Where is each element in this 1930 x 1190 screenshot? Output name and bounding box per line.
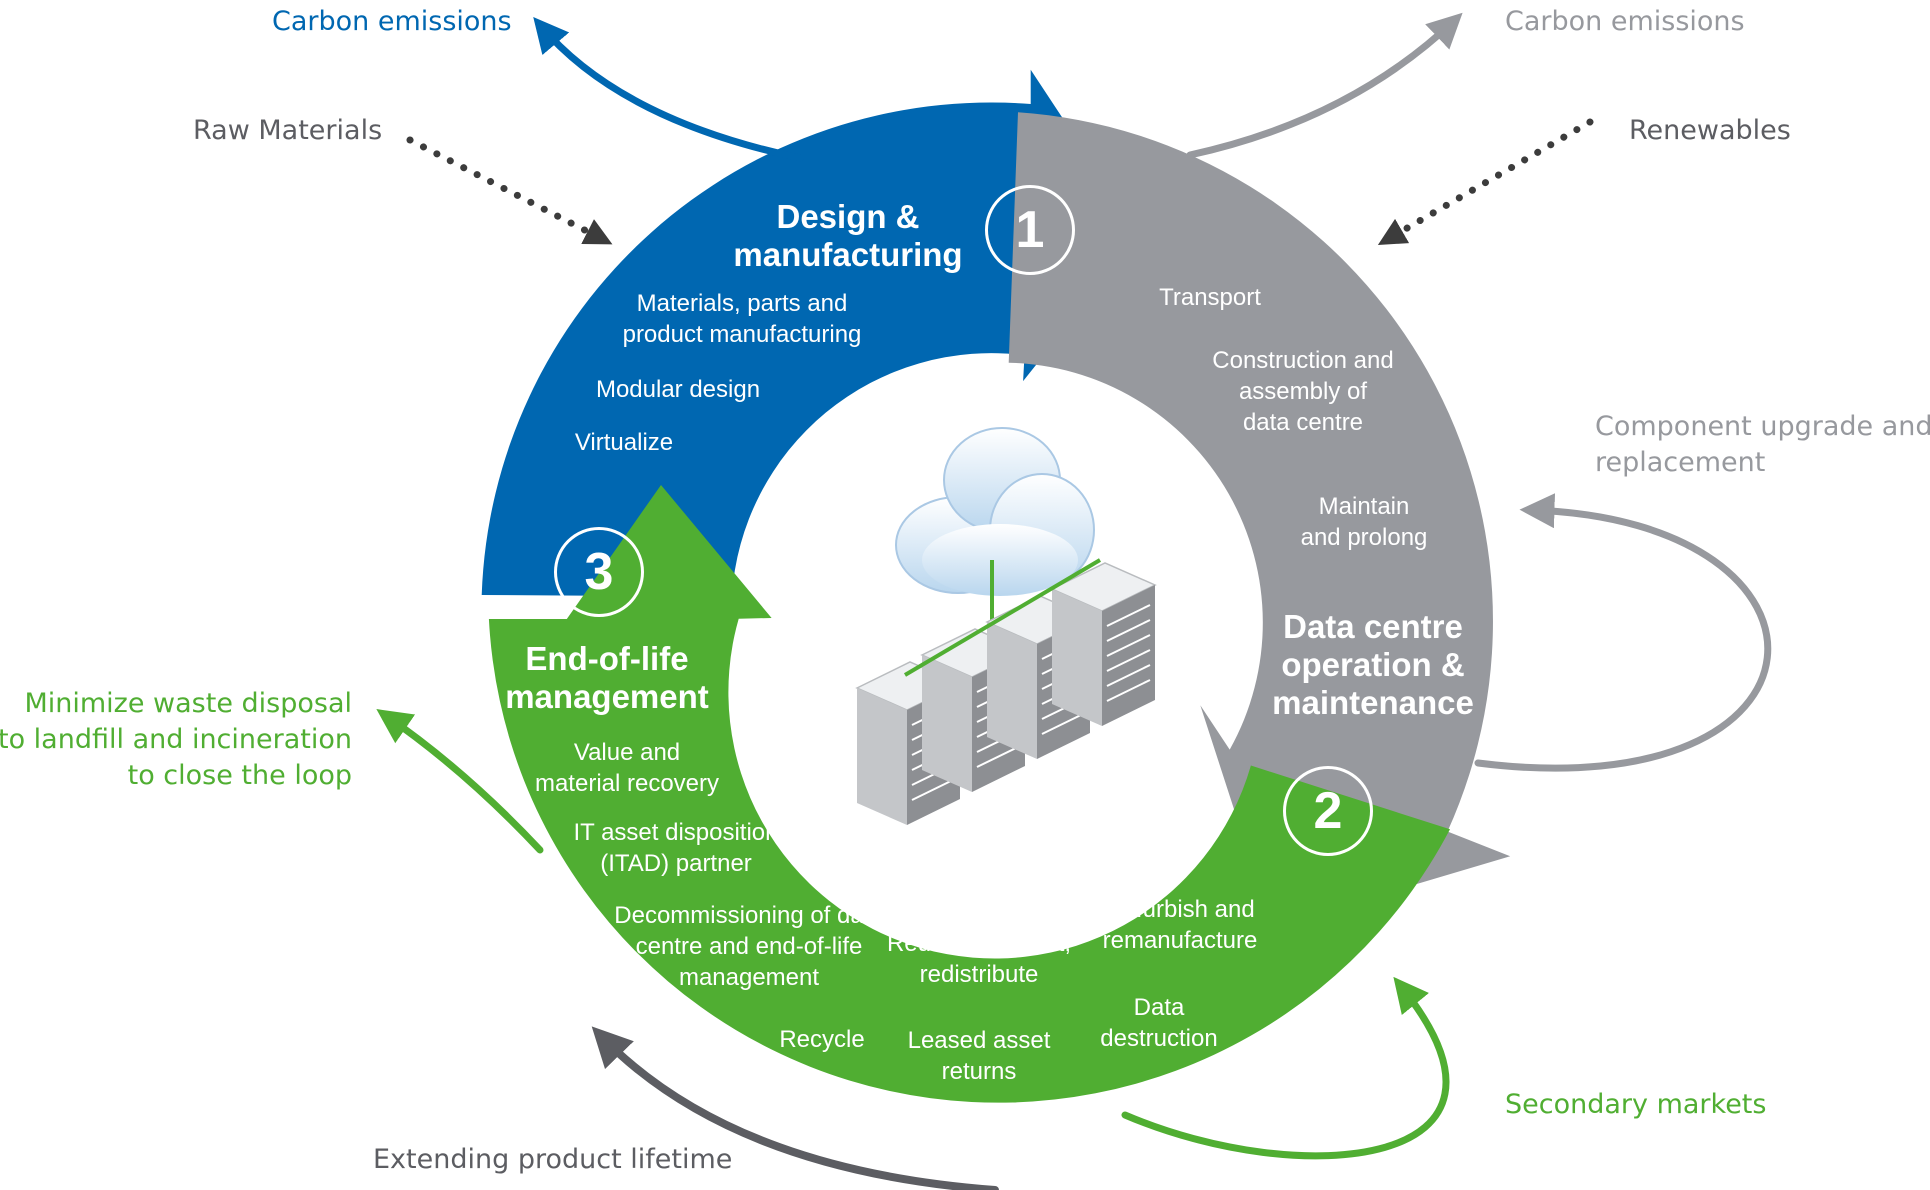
eol-item-destruction-line1: Data	[1133, 994, 1185, 1021]
raw-materials-label: Raw Materials	[193, 115, 383, 146]
minimize-waste-label: Minimize waste disposal to landfill and …	[0, 686, 352, 794]
cloud-icon	[895, 427, 1095, 625]
minimize-waste-line3: to close the loop	[127, 760, 352, 791]
end-of-life-title-line1: End-of-life	[525, 640, 689, 677]
minimize-waste-line2: to landfill and incineration	[0, 724, 352, 755]
eol-item-itad-line2: (ITAD) partner	[600, 850, 752, 877]
design-item-manufacturing: Materials, parts and product manufacturi…	[623, 288, 862, 350]
operation-item-transport: Transport	[1159, 284, 1261, 311]
eol-item-leased-line2: returns	[941, 1058, 1017, 1085]
operation-item-construction: Construction and assembly of data centre	[1212, 345, 1393, 438]
design-stage-title: Design & manufacturing	[733, 198, 962, 274]
operation-title-line2: operation &	[1281, 646, 1465, 683]
eol-item-value-recovery: Value and material recovery	[535, 737, 719, 799]
stage-ring-operation	[1008, 112, 1511, 927]
network-link-line	[903, 558, 1102, 677]
stage-ring-end-of-life	[488, 485, 1450, 1103]
eol-item-refurbish: Refurbish and remanufacture	[1103, 894, 1258, 956]
secondary-markets-label: Secondary markets	[1505, 1089, 1767, 1120]
eol-item-refurbish-line1: Refurbish and	[1105, 896, 1255, 923]
server-rack-4	[1050, 562, 1157, 726]
component-upgrade-line1: Component upgrade and	[1595, 411, 1930, 442]
operation-item-maintain-line1: Maintain	[1318, 493, 1410, 520]
design-item-virtualize: Virtualize	[574, 429, 674, 456]
design-title-line2: manufacturing	[733, 236, 963, 273]
operation-title-line3: maintenance	[1272, 684, 1474, 721]
operation-stage-title: Data centre operation & maintenance	[1272, 608, 1474, 722]
design-title-line1: Design &	[776, 198, 920, 235]
carbon-emissions-right-label: Carbon emissions	[1505, 6, 1745, 37]
extending-lifetime-label: Extending product lifetime	[373, 1144, 733, 1175]
stage-3-badge: 3	[554, 527, 644, 617]
operation-item-maintain: Maintain and prolong	[1301, 491, 1428, 553]
design-item-modular: Modular design	[595, 376, 761, 403]
cloud-server-icon	[855, 427, 1157, 825]
eol-item-leased-line1: Leased asset	[907, 1027, 1051, 1054]
operation-item-construction-line1: Construction and	[1212, 347, 1394, 374]
end-of-life-stage-title: End-of-life management	[505, 640, 709, 716]
stage-2-badge: 2	[1283, 766, 1373, 856]
secondary-markets-arrow	[1121, 976, 1450, 1160]
eol-item-reuse-line1: Reuse, remarket,	[886, 930, 1072, 957]
eol-item-reuse-line2: redistribute	[919, 961, 1039, 988]
carbon-emissions-right-arrow	[1186, 12, 1463, 159]
end-of-life-title-line2: management	[505, 678, 709, 715]
operation-item-maintain-line2: and prolong	[1300, 524, 1428, 551]
stage-ring-design	[481, 69, 1140, 597]
eol-item-data-destruction: Data destruction	[1100, 992, 1217, 1054]
carbon-emissions-left-arrow	[533, 16, 804, 162]
component-upgrade-label: Component upgrade and replacement	[1595, 409, 1930, 481]
stage-1-badge: 1	[985, 185, 1075, 275]
component-upgrade-loop-arrow	[1474, 493, 1772, 772]
eol-item-decom-line1: Decommissioning of data	[614, 902, 884, 929]
design-item-manufacturing-line2: product manufacturing	[622, 321, 862, 348]
component-upgrade-line2: replacement	[1595, 447, 1766, 478]
eol-item-decom-line3: management	[678, 964, 820, 991]
operation-title-line1: Data centre	[1283, 608, 1463, 645]
eol-item-itad-line1: IT asset disposition	[573, 819, 779, 846]
renewables-dotted-arrow	[1377, 118, 1594, 246]
minimize-waste-line1: Minimize waste disposal	[24, 688, 352, 719]
raw-materials-dotted-arrow	[406, 136, 613, 245]
eol-item-leased-returns: Leased asset returns	[908, 1025, 1051, 1087]
operation-item-construction-line3: data centre	[1242, 409, 1364, 436]
eol-item-reuse: Reuse, remarket, redistribute	[887, 928, 1071, 990]
eol-item-refurbish-line2: remanufacture	[1102, 927, 1258, 954]
eol-item-value-line2: material recovery	[534, 770, 720, 797]
extending-lifetime-arrow	[591, 1026, 999, 1190]
eol-item-itad: IT asset disposition (ITAD) partner	[574, 817, 779, 879]
eol-item-destruction-line2: destruction	[1100, 1025, 1218, 1052]
eol-item-recycle: Recycle	[779, 1026, 865, 1053]
eol-item-value-line1: Value and	[573, 739, 681, 766]
eol-item-decom-line2: centre and end-of-life	[635, 933, 863, 960]
eol-item-decommissioning: Decommissioning of data centre and end-o…	[614, 900, 883, 993]
minimize-waste-arrow	[376, 709, 544, 854]
renewables-label: Renewables	[1629, 115, 1791, 146]
operation-item-construction-line2: assembly of	[1238, 378, 1368, 405]
design-item-manufacturing-line1: Materials, parts and	[636, 290, 848, 317]
carbon-emissions-left-label: Carbon emissions	[272, 6, 512, 37]
